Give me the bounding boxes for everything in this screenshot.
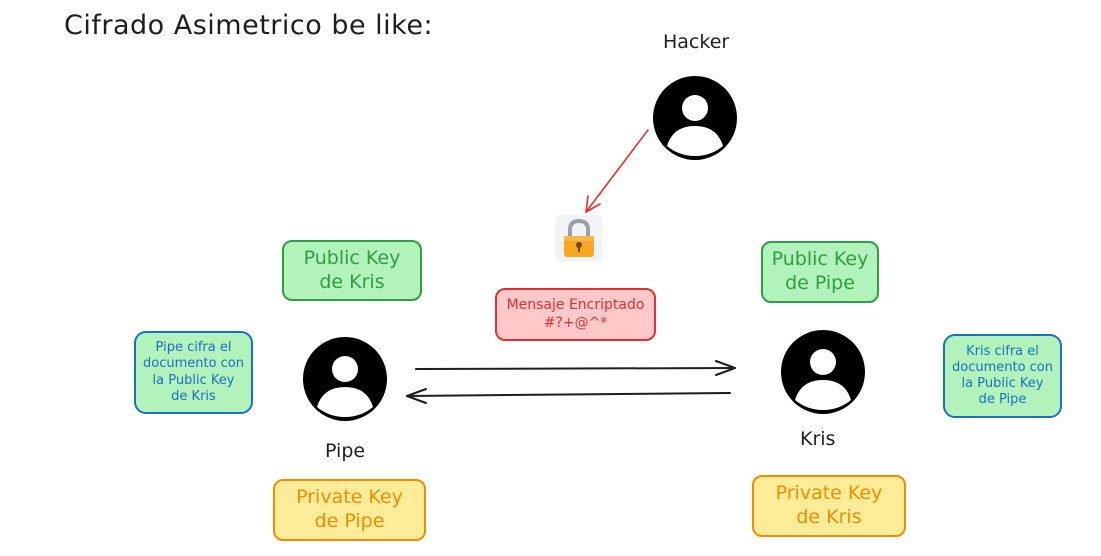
arrow-pipe-to-kris xyxy=(415,360,736,376)
private-key-line-2: de Kris xyxy=(796,506,862,528)
note-line: documento con xyxy=(951,359,1054,375)
public-key-line-1: Public Key xyxy=(771,248,869,271)
hacker-label: Hacker xyxy=(663,31,730,53)
public-key-line-1: Public Key xyxy=(303,246,401,269)
private-key-line-1: Private Key xyxy=(775,482,883,505)
padlock-icon xyxy=(556,215,602,261)
kris-label: Kris xyxy=(800,428,836,450)
pipe-label: Pipe xyxy=(325,440,366,462)
arrow-kris-to-pipe xyxy=(406,388,731,404)
kris-user-icon xyxy=(781,330,865,414)
note-line: Pipe cifra el xyxy=(155,340,232,355)
hacker-user-icon xyxy=(653,76,737,160)
note-line: documento con xyxy=(142,356,245,372)
public-key-line-2: de Pipe xyxy=(785,272,855,294)
private-key-line-1: Private Key xyxy=(296,486,403,509)
message-line-1: Mensaje Encriptado xyxy=(506,297,645,313)
note-line: la Public Key xyxy=(152,372,235,388)
note-line: Kris cifra el xyxy=(966,343,1039,359)
private-key-line-2: de Pipe xyxy=(314,510,385,532)
public-key-line-2: de Kris xyxy=(319,270,385,293)
encrypted-message-box: Mensaje Encriptado#?+@^* xyxy=(495,288,656,341)
note-line: de Pipe xyxy=(978,392,1027,408)
pipe-user-icon xyxy=(303,337,387,421)
diagram-title: Cifrado Asimetrico be like: xyxy=(64,10,434,41)
note-line: de Kris xyxy=(171,388,216,404)
intercept-arrow xyxy=(585,129,649,213)
message-line-2: #?+@^* xyxy=(543,314,608,331)
note-line: la Public Key xyxy=(961,376,1044,391)
